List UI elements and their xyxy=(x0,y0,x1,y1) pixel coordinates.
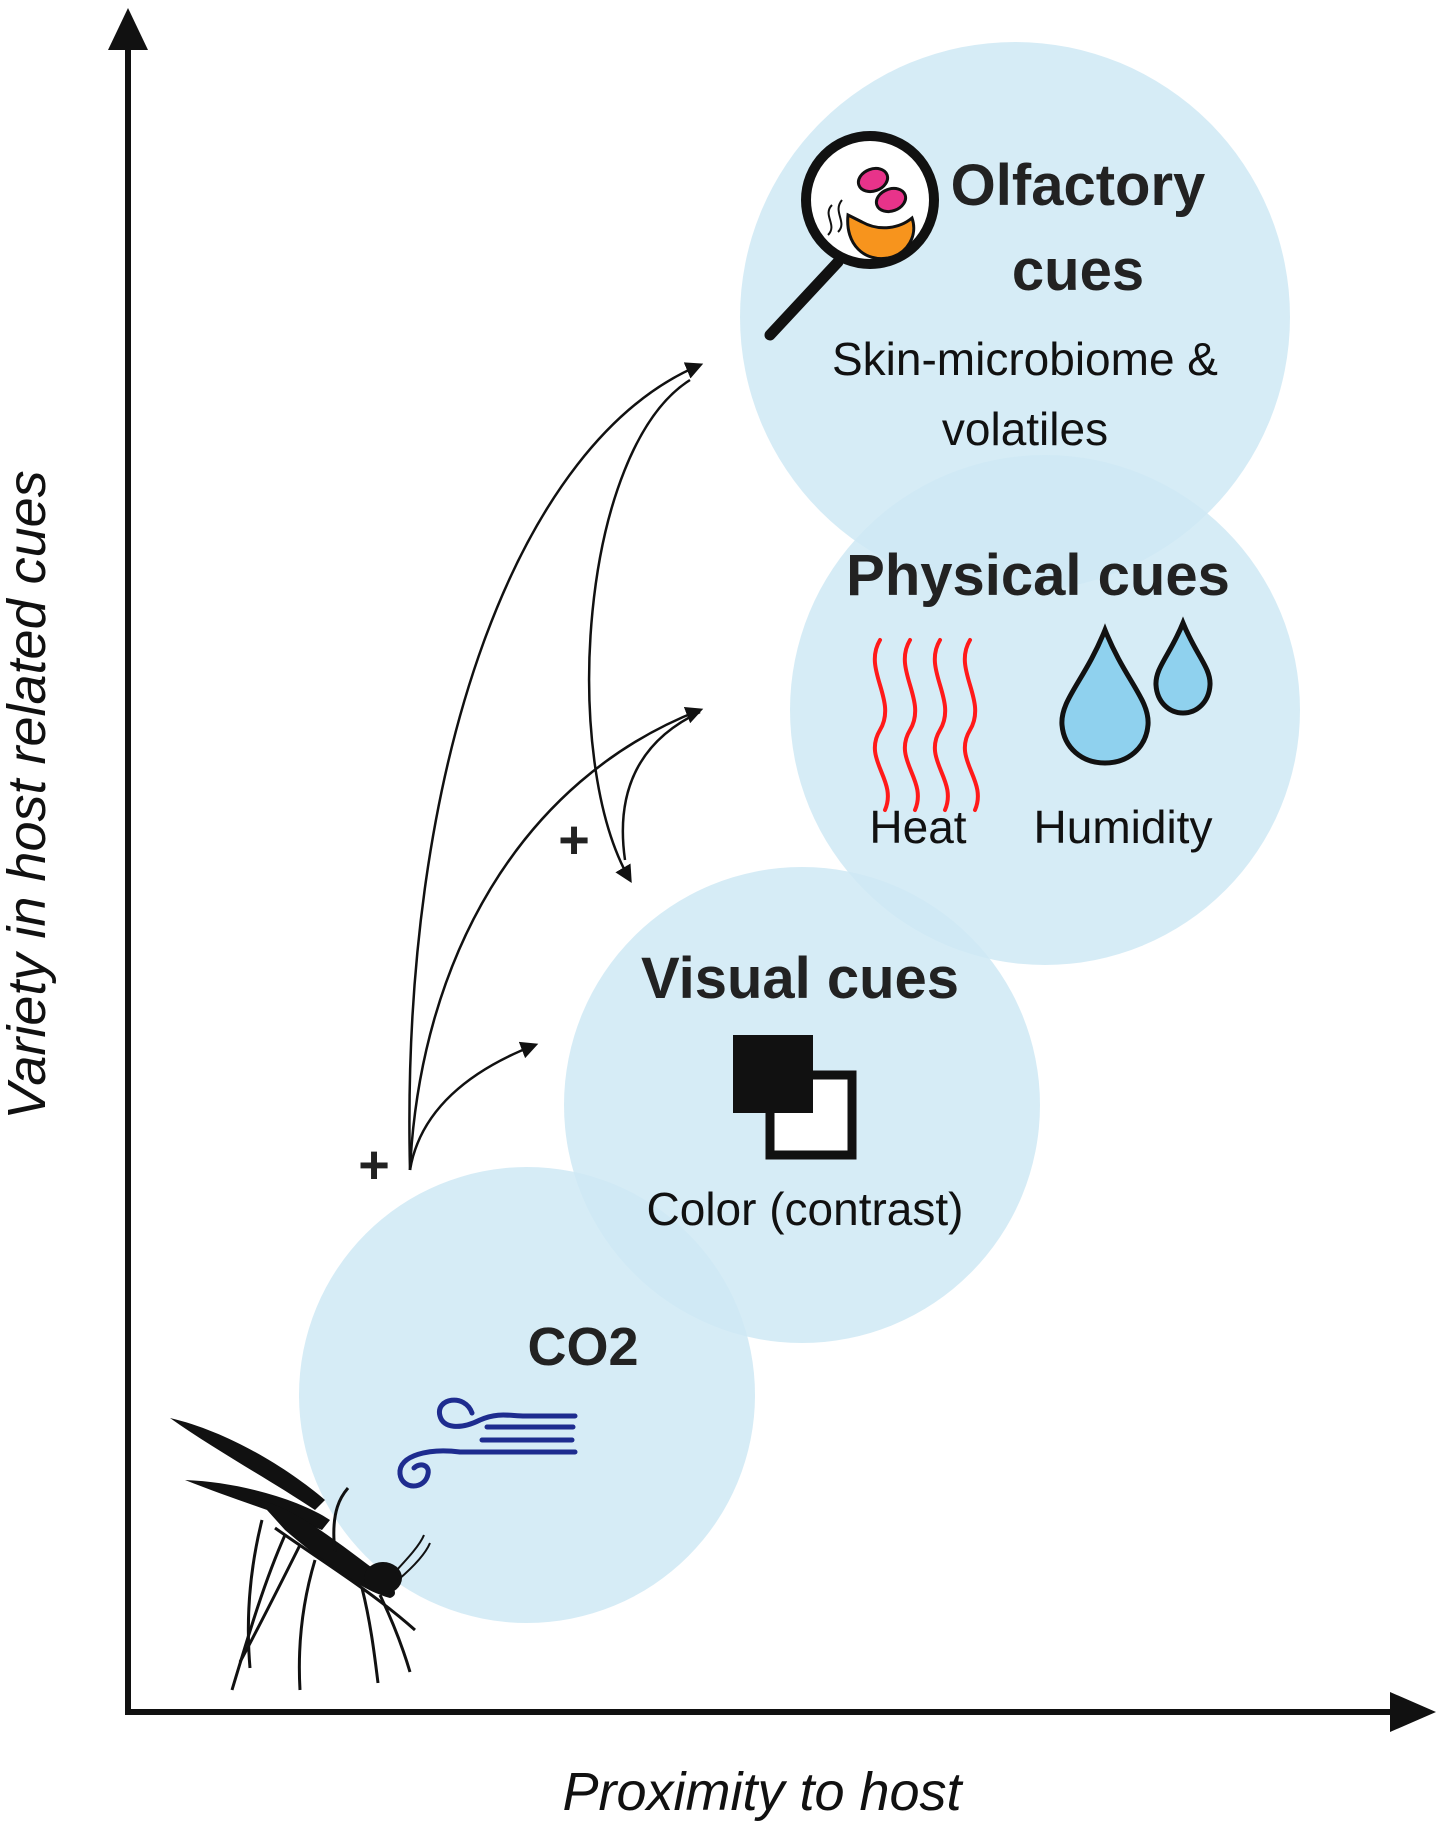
olfactory-desc-line2: volatiles xyxy=(942,403,1108,455)
physical-circle xyxy=(790,455,1300,965)
heat-waves-icon xyxy=(872,638,980,812)
visual-desc: Color (contrast) xyxy=(647,1183,964,1235)
olfactory-title-line1: Olfactory xyxy=(951,153,1206,218)
arrow-to-visual xyxy=(408,1041,539,1171)
plus-sign-lower: + xyxy=(358,1135,390,1195)
olfactory-title-line2: cues xyxy=(1012,238,1144,303)
olfactory-desc-line1: Skin-microbiome & xyxy=(832,333,1218,385)
flow-arrows xyxy=(408,362,704,1171)
water-drops-icon xyxy=(1059,616,1213,766)
y-axis-label: Variety in host related cues xyxy=(0,470,57,1119)
wind-icon xyxy=(397,1397,578,1489)
arrow-olfactory-to-visual xyxy=(587,378,691,884)
y-axis xyxy=(108,8,148,1715)
physical-title: Physical cues xyxy=(846,543,1230,608)
x-axis xyxy=(125,1692,1436,1732)
mosquito-icon xyxy=(170,1418,431,1691)
visual-title: Visual cues xyxy=(641,946,959,1011)
co2-circle xyxy=(299,1167,755,1623)
arrow-physical-visual-loop xyxy=(621,710,701,861)
humidity-label: Humidity xyxy=(1034,801,1213,853)
heat-label: Heat xyxy=(869,801,966,853)
arrow-to-olfactory xyxy=(408,362,704,1171)
plus-sign-upper: + xyxy=(558,810,590,870)
arrow-to-physical xyxy=(408,706,704,1171)
x-axis-label: Proximity to host xyxy=(562,1762,963,1822)
overlapping-squares-icon xyxy=(733,1035,857,1160)
magnifier-microbe-icon xyxy=(764,131,939,341)
co2-title: CO2 xyxy=(527,1317,638,1377)
